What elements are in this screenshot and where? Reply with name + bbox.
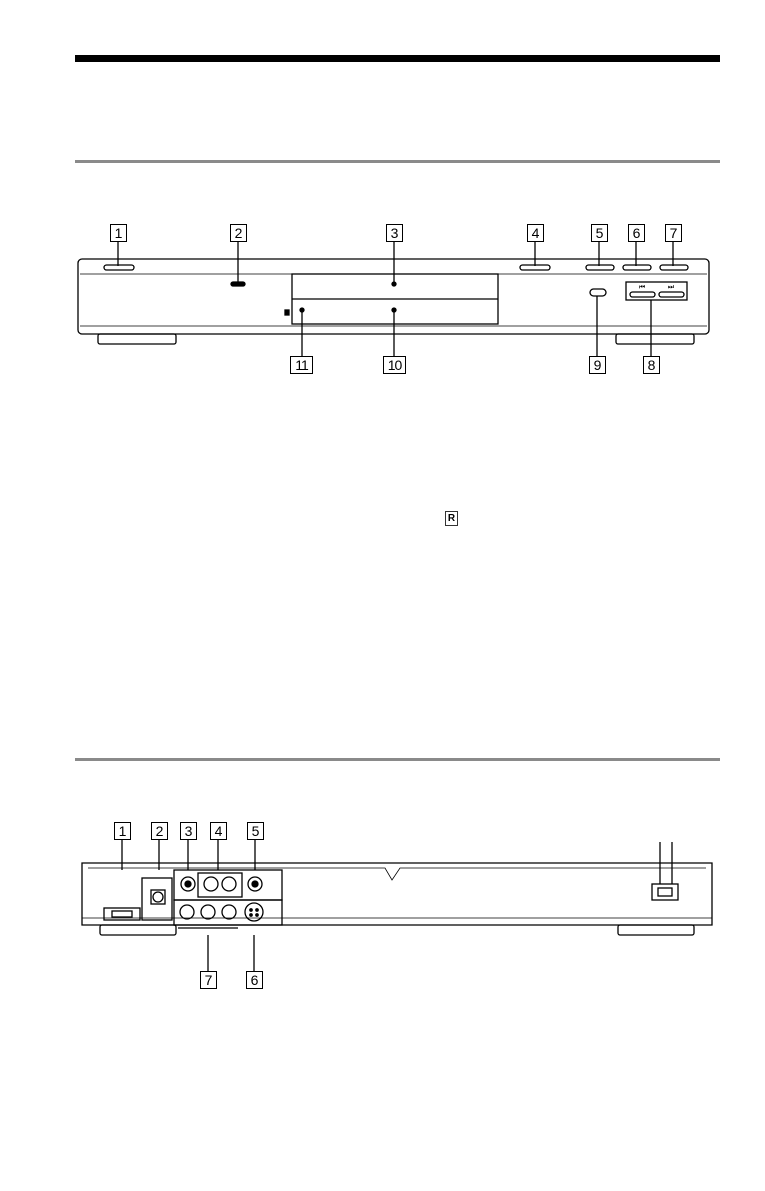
- prev-icon: ⏮: [639, 283, 645, 291]
- next-icon: ⏭: [668, 283, 675, 291]
- stop-button: [660, 265, 688, 270]
- power-indicator: [231, 282, 245, 286]
- remote-sensor: [285, 310, 289, 315]
- pause-button: [623, 265, 651, 270]
- front-panel-drawing: [78, 242, 709, 356]
- power-button: [104, 265, 134, 270]
- rear-panel-drawing: [82, 840, 712, 971]
- play-button: [586, 265, 614, 270]
